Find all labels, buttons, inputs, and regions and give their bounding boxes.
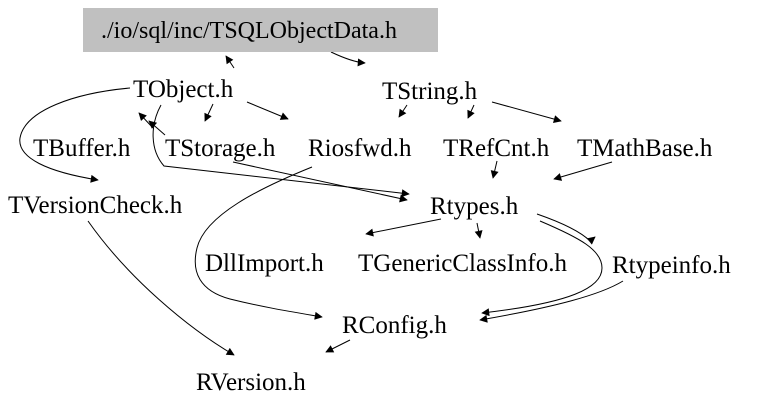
edge-trefcnt-to-rtypes xyxy=(490,160,499,179)
edge-tstorage-to-rtypes xyxy=(232,161,408,203)
edge-tstring-to-trefcnt xyxy=(467,104,475,119)
edge-rconfig-to-rversion xyxy=(325,339,351,353)
node-rtypeinfo[interactable]: Rtypeinfo.h xyxy=(612,252,731,279)
root-node-box xyxy=(83,8,438,52)
edge-tbuffer-to-tobject xyxy=(138,112,154,129)
node-tversioncheck[interactable]: TVersionCheck.h xyxy=(8,192,183,219)
edge-riosfwd-to-rconfig xyxy=(194,166,323,320)
node-tstorage[interactable]: TStorage.h xyxy=(165,135,276,162)
root-node-label[interactable]: ./io/sql/inc/TSQLObjectData.h xyxy=(101,18,397,44)
edge-tstring-to-tmathbase xyxy=(491,101,562,123)
edge-tstorage-to-tobject xyxy=(148,120,166,136)
edge-tversioncheck-to-rversion xyxy=(87,220,235,356)
node-rversion[interactable]: RVersion.h xyxy=(196,369,306,396)
edge-tstring-to-riosfwd xyxy=(398,104,408,118)
node-tgenericclassinfo[interactable]: TGenericClassInfo.h xyxy=(358,250,567,277)
edge-rtypes-to-rtypeinfo xyxy=(536,213,596,245)
edge-tobject-to-root xyxy=(225,55,235,69)
node-rconfig[interactable]: RConfig.h xyxy=(342,312,447,339)
edge-rtypes-to-rconfig xyxy=(481,220,603,317)
node-tstring[interactable]: TString.h xyxy=(382,78,478,105)
edge-tobject-to-rtypes xyxy=(152,104,410,198)
edge-rtypes-to-tgenericclassinfo xyxy=(474,222,483,239)
edge-rtypes-to-dllimport xyxy=(365,218,442,237)
node-dllimport[interactable]: DllImport.h xyxy=(205,250,324,277)
node-trefcnt[interactable]: TRefCnt.h xyxy=(443,135,550,162)
node-tmathbase[interactable]: TMathBase.h xyxy=(577,135,713,162)
edge-tobject-to-tversioncheck xyxy=(19,87,131,183)
edge-tmathbase-to-rtypes xyxy=(553,161,613,181)
edge-tobject-to-tstorage xyxy=(204,103,214,122)
node-tbuffer[interactable]: TBuffer.h xyxy=(33,135,131,162)
node-tsqlobjectdata[interactable]: ./io/sql/inc/TSQLObjectData.h xyxy=(83,8,438,52)
node-rtypes[interactable]: Rtypes.h xyxy=(430,193,519,220)
edge-rtypeinfo-to-rconfig xyxy=(479,280,624,323)
edge-root-to-tstring xyxy=(330,51,366,67)
node-riosfwd[interactable]: Riosfwd.h xyxy=(308,135,412,162)
node-tobject[interactable]: TObject.h xyxy=(133,76,234,103)
edge-tobject-to-riosfwd xyxy=(246,101,289,120)
